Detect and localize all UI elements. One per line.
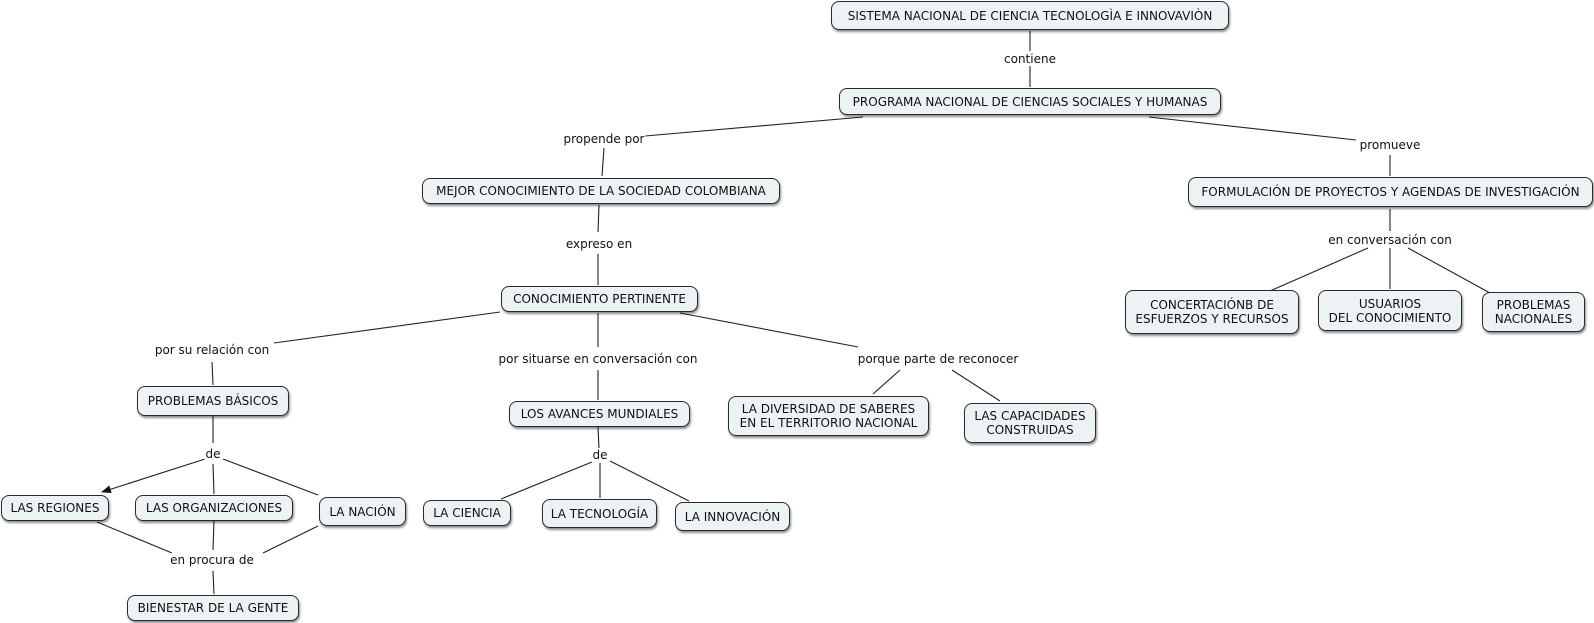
link-propende-por: propende por xyxy=(562,132,646,146)
concept-problemas-basicos[interactable]: PROBLEMAS BÁSICOS xyxy=(137,386,289,416)
concept-capacidades-construidas[interactable]: LAS CAPACIDADES CONSTRUIDAS xyxy=(964,403,1096,443)
link-contiene: contiene xyxy=(1003,52,1057,66)
concept-bienestar-gente[interactable]: BIENESTAR DE LA GENTE xyxy=(127,595,299,621)
concept-la-nacion[interactable]: LA NACIÓN xyxy=(319,497,406,526)
concept-la-innovacion[interactable]: LA INNOVACIÓN xyxy=(675,502,790,531)
link-en-procura-de: en procura de xyxy=(169,553,255,567)
concept-mejor-conocimiento[interactable]: MEJOR CONOCIMIENTO DE LA SOCIEDAD COLOMB… xyxy=(422,178,780,204)
link-de-avances: de xyxy=(591,448,609,462)
concept-concertacion[interactable]: CONCERTACIÓNB DE ESFUERZOS Y RECURSOS xyxy=(1125,290,1299,334)
concept-las-regiones[interactable]: LAS REGIONES xyxy=(1,495,109,521)
link-promueve: promueve xyxy=(1358,138,1422,152)
concept-avances-mundiales[interactable]: LOS AVANCES MUNDIALES xyxy=(509,401,690,427)
concept-las-organizaciones[interactable]: LAS ORGANIZACIONES xyxy=(135,495,293,521)
link-de-problemas: de xyxy=(204,447,222,461)
concept-usuarios-conocimiento[interactable]: USUARIOS DEL CONOCIMIENTO xyxy=(1318,290,1462,331)
concept-la-ciencia[interactable]: LA CIENCIA xyxy=(423,500,511,526)
concept-problemas-nacionales[interactable]: PROBLEMAS NACIONALES xyxy=(1482,292,1585,332)
concept-la-tecnologia[interactable]: LA TECNOLOGÍA xyxy=(542,499,657,528)
link-expreso-en: expreso en xyxy=(564,237,634,251)
concept-programa-nacional[interactable]: PROGRAMA NACIONAL DE CIENCIAS SOCIALES Y… xyxy=(839,88,1221,115)
link-en-conversacion-con: en conversación con xyxy=(1327,233,1453,247)
link-por-su-relacion-con: por su relación con xyxy=(153,343,271,357)
link-por-situarse: por situarse en conversación con xyxy=(497,352,699,366)
concept-diversidad-saberes[interactable]: LA DIVERSIDAD DE SABERES EN EL TERRITORI… xyxy=(728,396,929,436)
concept-conocimiento-pertinente[interactable]: CONOCIMIENTO PERTINENTE xyxy=(501,286,698,312)
link-porque-parte-de-reconocer: porque parte de reconocer xyxy=(856,352,1020,366)
concept-formulacion-proyectos[interactable]: FORMULACIÓN DE PROYECTOS Y AGENDAS DE IN… xyxy=(1188,177,1593,207)
concept-sistema-nacional[interactable]: SISTEMA NACIONAL DE CIENCIA TECNOLOGÌA E… xyxy=(831,1,1229,30)
